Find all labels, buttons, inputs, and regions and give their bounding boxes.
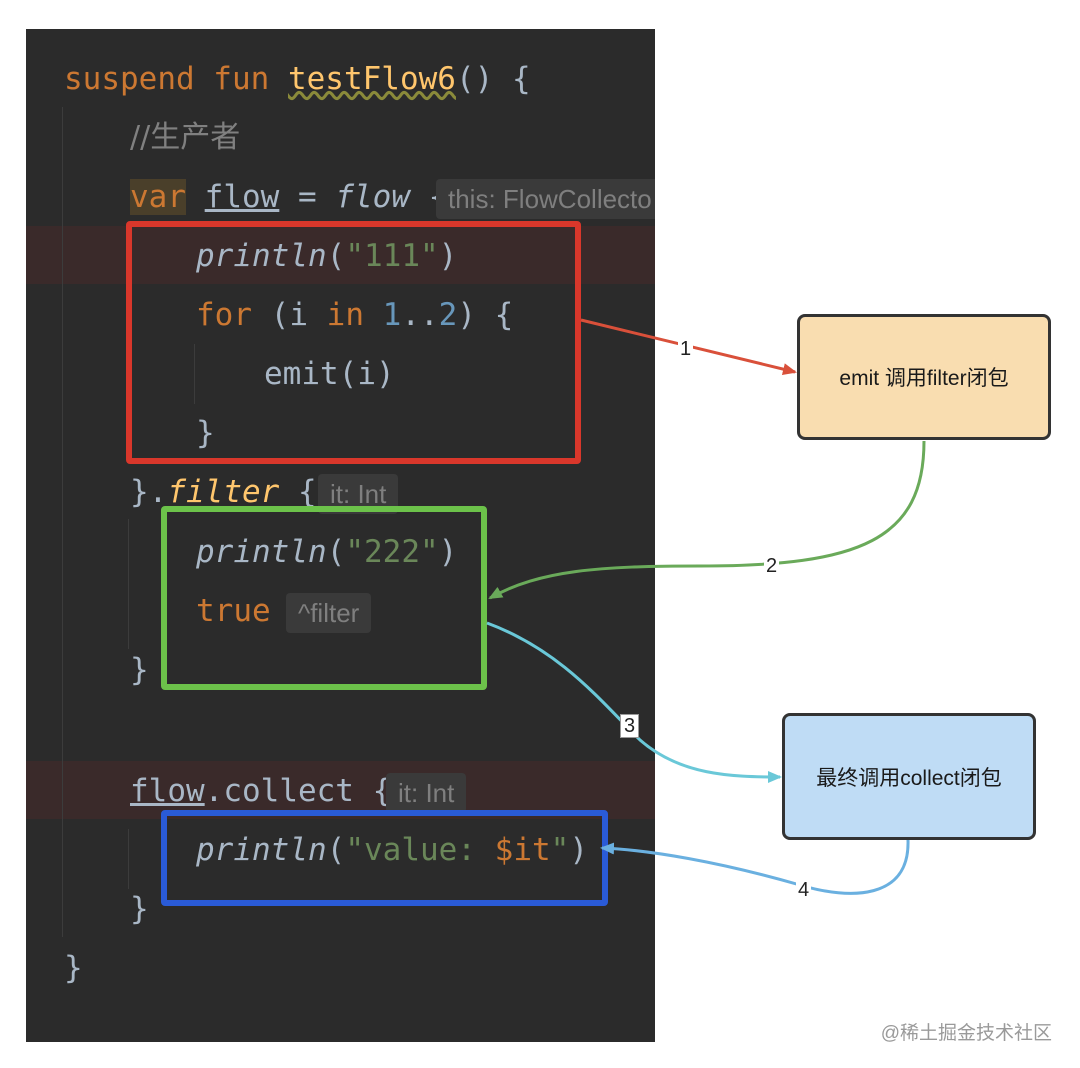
code-line-filter-close: } bbox=[130, 652, 149, 688]
open-brace: { bbox=[279, 474, 317, 510]
watermark: @稀土掘金技术社区 bbox=[880, 1023, 1052, 1044]
println-call: println bbox=[196, 238, 327, 274]
step-label-3: 3 bbox=[620, 714, 640, 738]
emit-note-box: emit 调用filter闭包 bbox=[797, 314, 1051, 440]
indent-guide bbox=[194, 344, 195, 404]
filter-block-highlight-box bbox=[161, 506, 487, 690]
string-close-quote: " bbox=[550, 832, 570, 868]
code-line-true: true bbox=[196, 591, 271, 631]
var-keyword: var bbox=[130, 179, 186, 215]
indent-guide bbox=[62, 107, 63, 937]
code-line-println-222: println("222") bbox=[196, 534, 458, 570]
step-label-4: 4 bbox=[796, 879, 812, 901]
emit-block-highlight-box bbox=[126, 221, 581, 464]
range-operator: .. bbox=[401, 297, 439, 333]
flow-variable[interactable]: flow bbox=[130, 773, 205, 809]
range-end: 2 bbox=[438, 297, 458, 333]
code-line-collect-close: } bbox=[130, 891, 149, 927]
arrow-3 bbox=[486, 621, 782, 783]
collect-block-highlight-box bbox=[161, 810, 608, 906]
indent-guide bbox=[128, 519, 129, 649]
close-brace: } bbox=[130, 474, 149, 510]
string-value-open: "value: bbox=[345, 832, 495, 868]
function-name[interactable]: testFlow6 bbox=[287, 61, 456, 97]
code-line-for: for (i in 1..2) { bbox=[196, 297, 514, 333]
range-start: 1 bbox=[382, 297, 402, 333]
flow-builder[interactable]: flow bbox=[335, 179, 410, 215]
arrow-4 bbox=[600, 839, 910, 895]
println-call: println bbox=[196, 832, 327, 868]
arrow-2 bbox=[488, 440, 926, 600]
collect-note-box: 最终调用collect闭包 bbox=[782, 713, 1036, 840]
in-keyword: in bbox=[326, 297, 364, 333]
line-highlight-collect bbox=[26, 761, 655, 819]
fun-keyword: suspend fun bbox=[64, 61, 270, 97]
code-line-println-value: println("value: $it") bbox=[196, 832, 588, 868]
flow-variable[interactable]: flow bbox=[204, 179, 280, 215]
code-line-fun-decl: suspend fun testFlow6() { bbox=[64, 59, 531, 99]
println-call: println bbox=[196, 534, 327, 570]
hint-collect-param: it: Int bbox=[386, 773, 467, 813]
hint-flow-receiver: this: FlowCollecto bbox=[436, 179, 655, 219]
for-keyword: for bbox=[196, 297, 252, 333]
string-111: "111" bbox=[345, 238, 439, 274]
code-line-fun-close: } bbox=[64, 950, 83, 986]
hint-filter-return: ^filter bbox=[286, 593, 372, 633]
step-label-2: 2 bbox=[764, 555, 780, 577]
code-comment: //生产者 bbox=[130, 120, 241, 155]
assign-operator: = bbox=[279, 179, 336, 215]
code-line-emit: emit(i) bbox=[264, 356, 395, 392]
code-line-for-close: } bbox=[196, 415, 215, 451]
fun-decl-tail: () { bbox=[455, 61, 531, 97]
code-line-filter: }.filter { bbox=[130, 474, 317, 510]
indent-guide bbox=[128, 829, 129, 889]
code-editor: suspend fun testFlow6() { //生产者 var flow… bbox=[26, 29, 655, 1042]
template-it: it bbox=[513, 832, 551, 868]
collect-call[interactable]: collect bbox=[223, 773, 354, 809]
step-label-1: 1 bbox=[678, 338, 694, 360]
template-dollar: $ bbox=[494, 832, 514, 868]
code-line-println-111: println("111") bbox=[196, 238, 458, 274]
true-keyword: true bbox=[196, 593, 271, 629]
string-222: "222" bbox=[345, 534, 439, 570]
filter-call[interactable]: filter bbox=[167, 474, 280, 510]
